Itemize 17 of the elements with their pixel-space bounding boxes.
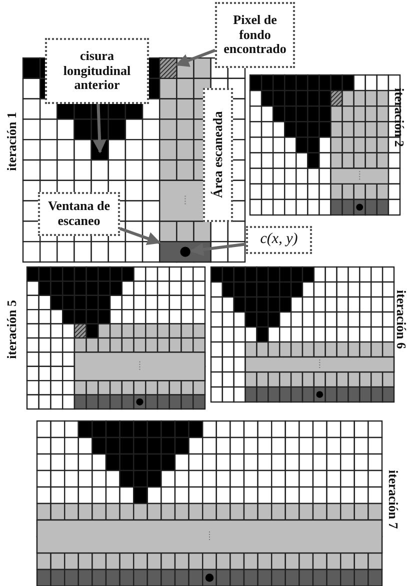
- iteration-label: iteración 1: [4, 112, 20, 171]
- callout-label: Área escaneada: [203, 88, 233, 222]
- leader-line: [190, 242, 246, 256]
- iteration-label: iteración 2: [391, 88, 407, 147]
- leader-line: [92, 104, 106, 154]
- scan-window: [159, 241, 212, 263]
- leader-line: [120, 227, 161, 245]
- iteration-label: iteración 5: [4, 300, 20, 359]
- leader-line: [175, 48, 216, 67]
- iteration-label: iteración 7: [385, 470, 401, 529]
- iteration-label: iteración 6: [393, 290, 407, 349]
- callout-box: c(x, y): [246, 226, 312, 254]
- center-dot: [180, 246, 190, 257]
- hatched-pixel: [159, 57, 178, 79]
- callout-box: Ventana de escaneo: [38, 192, 120, 236]
- callout-box: Pixel de fondo encontrado: [215, 2, 295, 68]
- callout-box: cisura longitudinal anterior: [45, 38, 149, 104]
